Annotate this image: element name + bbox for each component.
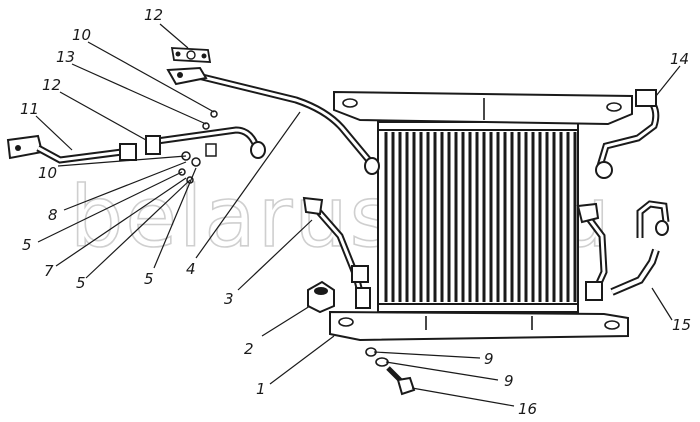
radiator-core: [377, 121, 579, 313]
pipe-3: [302, 196, 371, 309]
callout-7: 5: [76, 274, 86, 292]
fasteners-bottom: [365, 347, 416, 396]
callout-15: 15: [672, 316, 691, 334]
callout-13: 13: [56, 48, 75, 66]
callout-5-bottom: 9: [484, 350, 494, 368]
bottom-bracket: [329, 310, 629, 342]
top-bracket: [333, 90, 633, 126]
callout-9-left: 8: [48, 206, 58, 224]
callout-4: 4: [186, 260, 196, 278]
callout-10-left: 10: [38, 164, 57, 182]
flange-gasket-14: [170, 47, 212, 63]
callout-16: 16: [518, 400, 537, 418]
callout-14: 12: [144, 6, 163, 24]
callout-8: 7: [44, 262, 54, 280]
callout-12-left: 12: [42, 76, 61, 94]
nut-2: [307, 280, 335, 314]
callout-5-left: 5: [22, 236, 32, 254]
callout-9-bottom: 9: [504, 372, 514, 390]
callout-5-mid: 5: [144, 270, 154, 288]
right-pipes: [576, 89, 670, 301]
leader-lines: [35, 23, 681, 407]
left-pipe-assembly: [6, 110, 266, 184]
callout-labels: 12 10 13 12 11 10 8 5 7 5 5 4 3 2 1 9 9 …: [20, 6, 691, 418]
callout-2: 2: [244, 340, 254, 358]
callout-11: 11: [20, 100, 39, 118]
callout-1: 1: [256, 380, 266, 398]
callout-3: 3: [224, 290, 234, 308]
callout-10-top: 10: [72, 26, 91, 44]
pipe-4: [166, 66, 380, 175]
callout-12-right: 14: [670, 50, 689, 68]
